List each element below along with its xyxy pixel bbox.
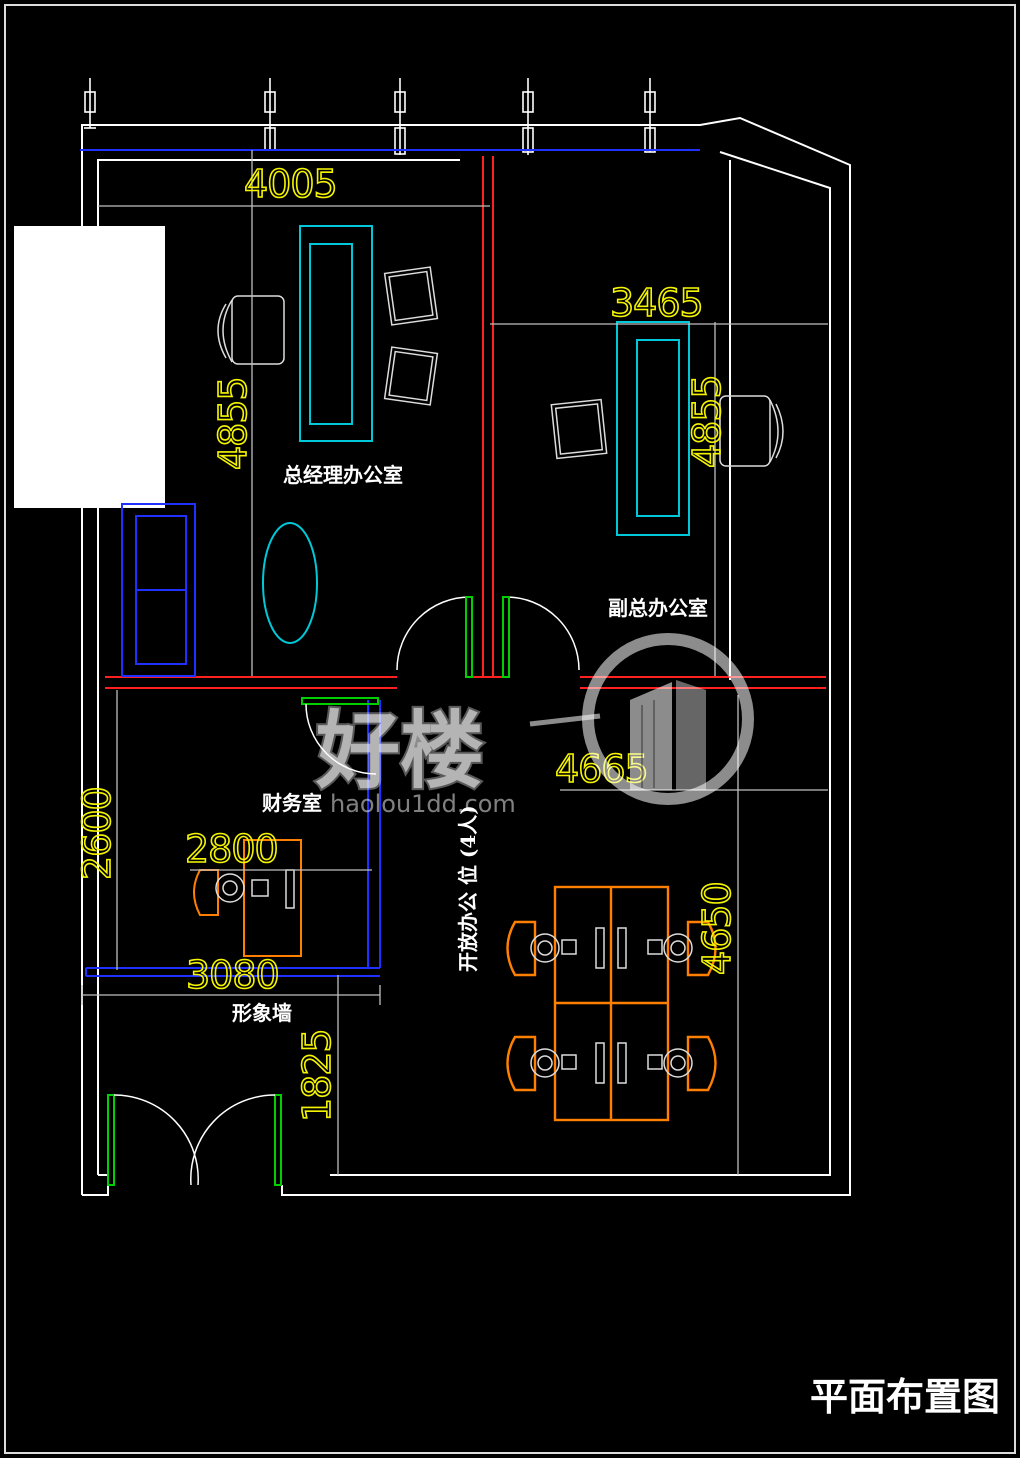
watermark: 好楼 haolou1dd.com [313, 633, 754, 818]
drawing-frame [4, 4, 1016, 1454]
watermark-text: 好楼 [315, 702, 484, 800]
gm-chairs [217, 266, 439, 406]
dim-vp-depth: 4855 [685, 375, 729, 468]
vp-chairs [550, 395, 784, 467]
windows [61, 149, 700, 977]
label-gm-office: 总经理办公室 [283, 463, 403, 487]
dim-finance-depth: 2600 [75, 787, 119, 880]
vp-desk [616, 321, 690, 536]
gm-desk [299, 225, 373, 442]
label-finance: 财务室 [262, 791, 322, 815]
dim-entry-depth: 1825 [295, 1029, 339, 1122]
dim-gm-depth: 4855 [211, 377, 255, 470]
dimension-lines [81, 150, 828, 1175]
finance-chair [215, 869, 295, 909]
label-open-office: 开放办公 位 (4人) [456, 805, 480, 972]
gm-sofa [121, 503, 196, 677]
watermark-logo [582, 633, 754, 805]
facade-columns [84, 78, 656, 155]
partitions [105, 156, 826, 689]
dim-finance-desk: 2800 [185, 827, 278, 871]
doors [107, 596, 580, 1186]
dim-open-depth: 4650 [695, 882, 739, 975]
drawing-title: 平面布置图 [810, 1374, 1000, 1419]
label-feature-wall: 形象墙 [232, 1001, 292, 1025]
exterior-walls [81, 116, 851, 1196]
finance-desk [193, 839, 302, 957]
workstation-chairs [530, 927, 693, 1084]
dim-gm-width: 4005 [244, 162, 337, 206]
dim-finance-width: 3080 [186, 953, 279, 997]
workstations [506, 885, 717, 1122]
watermark-url: haolou1dd.com [330, 790, 516, 818]
label-vp-office: 副总办公室 [608, 596, 708, 620]
adjacent-block [14, 226, 165, 508]
dim-vp-width: 3465 [610, 281, 703, 325]
gm-meeting-table [262, 522, 318, 644]
